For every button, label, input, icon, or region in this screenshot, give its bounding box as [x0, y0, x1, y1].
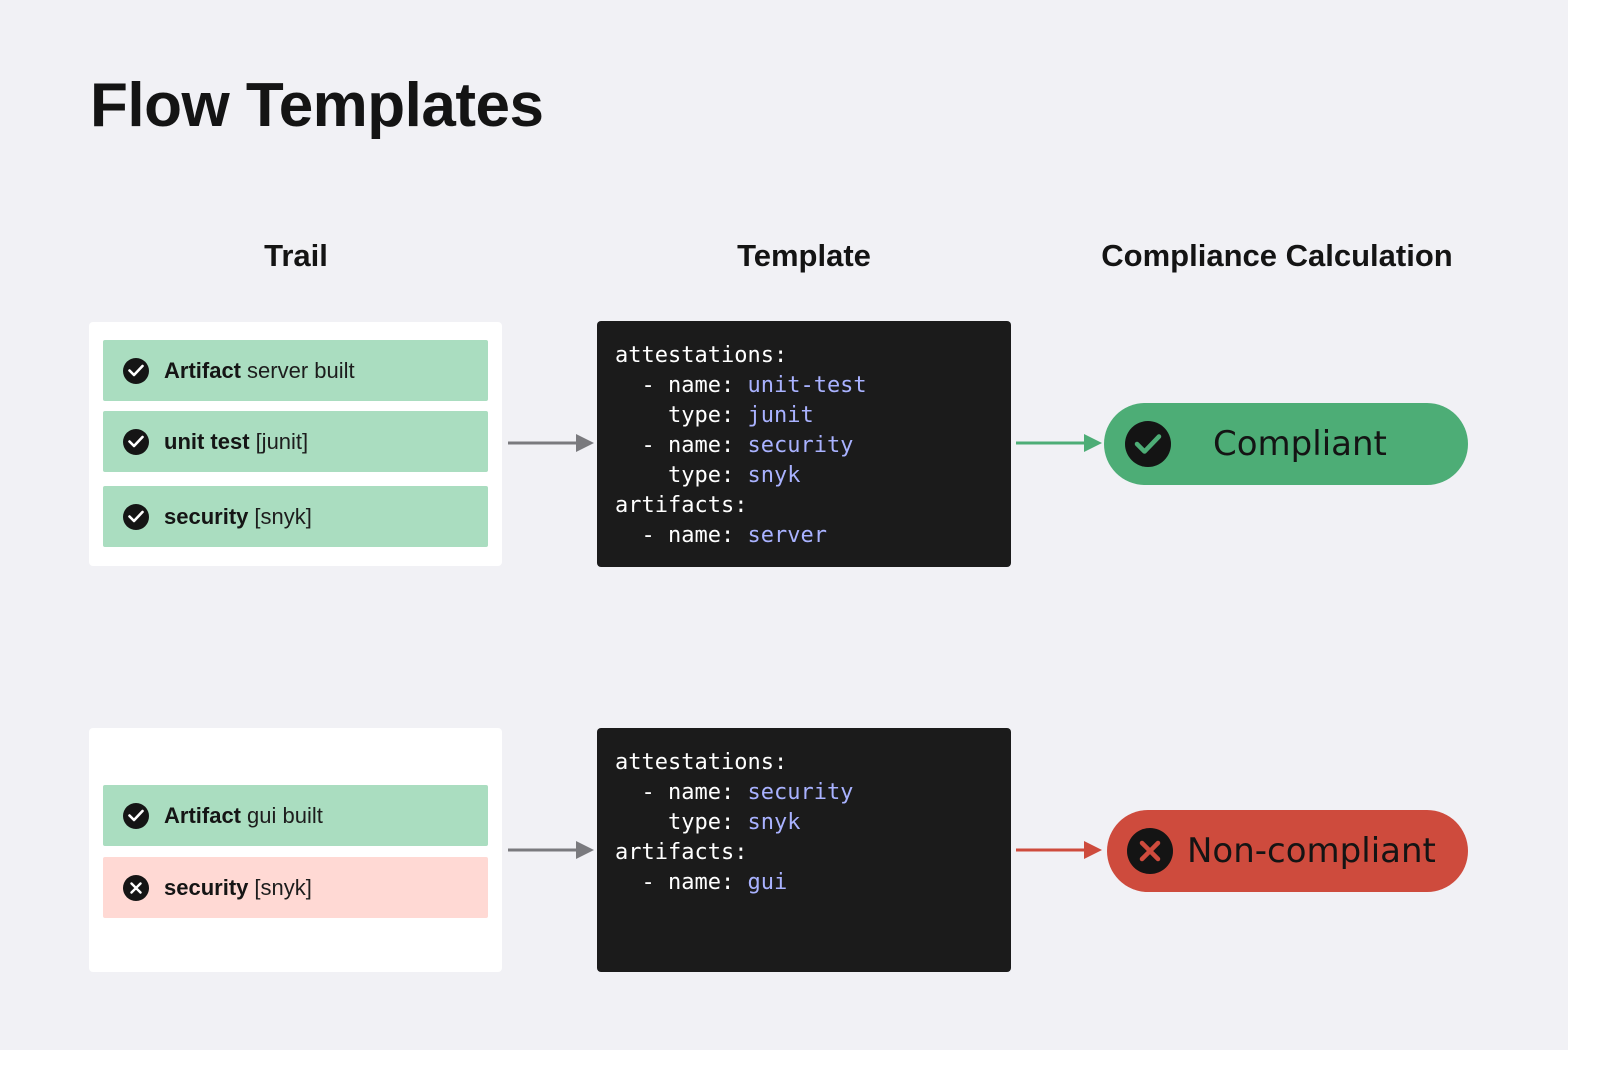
x-icon: [1127, 828, 1173, 874]
trail-item-rest: [junit]: [255, 428, 309, 454]
code-line: type: snyk: [667, 463, 801, 488]
code-line: - name: unit-test: [641, 373, 867, 398]
arrow-trail-to-template-1: [508, 434, 594, 452]
trail-item-rest: server built: [247, 357, 355, 383]
code-line: attestations:: [615, 343, 788, 368]
trail-item: security[snyk]: [103, 857, 488, 918]
trail-item: security[snyk]: [103, 486, 488, 547]
trail-item-text: security[snyk]: [164, 875, 312, 901]
code-line: artifacts:: [615, 493, 748, 518]
code-line: attestations:: [615, 750, 788, 775]
column-header-template: Template: [737, 238, 871, 273]
trail-item-rest: gui built: [247, 802, 323, 828]
trail-item-text: unit test[junit]: [164, 429, 308, 455]
trail-item-bold: security: [164, 874, 249, 900]
trail-item-bold: unit test: [164, 428, 250, 454]
compliance-label: Non-compliant: [1187, 831, 1436, 871]
trail-item-bold: Artifact: [164, 357, 242, 383]
trail-item-bold: Artifact: [164, 802, 242, 828]
column-header-trail: Trail: [264, 238, 328, 273]
check-icon: [1125, 421, 1171, 467]
check-circle-icon: [123, 428, 149, 455]
trail-item-text: security[snyk]: [164, 504, 312, 530]
compliance-label: Compliant: [1213, 424, 1387, 464]
arrow-trail-to-template-2: [508, 841, 594, 859]
code-line: artifacts:: [615, 840, 748, 865]
arrow-template-to-result-1: [1016, 434, 1102, 452]
code-line: type: junit: [667, 403, 814, 428]
template-code-2: attestations: - name: security type: sny…: [597, 728, 1011, 972]
page-title: Flow Templates: [90, 71, 544, 140]
template-code-1: attestations: - name: unit-test type: ju…: [597, 321, 1011, 567]
column-header-compliance: Compliance Calculation: [1101, 238, 1453, 273]
compliance-result-compliant: Compliant: [1104, 403, 1468, 485]
diagram-canvas: Flow Templates Trail Template Compliance…: [0, 0, 1568, 1050]
trail-item-rest: [snyk]: [254, 874, 312, 900]
check-circle-icon: [123, 357, 149, 384]
trail-item: unit test[junit]: [103, 411, 488, 472]
compliance-result-noncompliant: Non-compliant: [1107, 810, 1468, 892]
code-line: - name: server: [641, 523, 827, 548]
check-circle-icon: [123, 503, 149, 530]
code-line: - name: security: [641, 433, 854, 458]
code-line: type: snyk: [667, 810, 801, 835]
trail-item-rest: [snyk]: [254, 503, 312, 529]
code-line: - name: security: [641, 780, 854, 805]
arrow-template-to-result-2: [1016, 841, 1102, 859]
x-circle-icon: [123, 874, 149, 901]
check-circle-icon: [123, 802, 149, 829]
trail-item-bold: security: [164, 503, 249, 529]
code-line: - name: gui: [641, 870, 788, 895]
